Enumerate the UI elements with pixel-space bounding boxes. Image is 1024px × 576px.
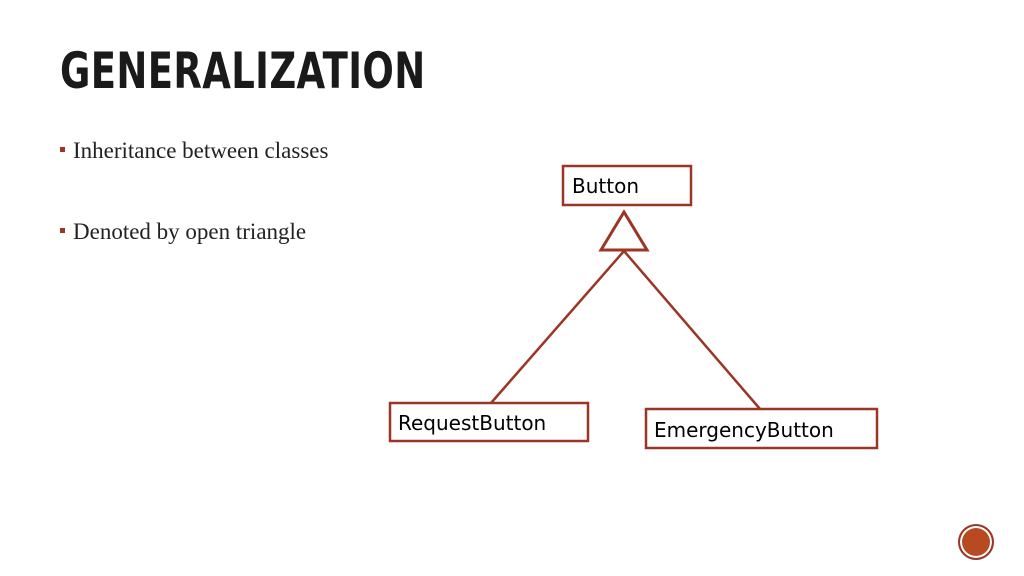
- page-number-badge: [958, 524, 994, 560]
- bullet-square-icon: [60, 147, 65, 153]
- class-box-border: [561, 164, 693, 207]
- slide-title: GENERALIZATION: [60, 42, 426, 100]
- bullet-text: Denoted by open triangle: [73, 219, 307, 244]
- bullet-item: Denoted by open triangle: [60, 219, 306, 245]
- class-box-border: [388, 401, 590, 443]
- class-name: Button: [572, 174, 639, 198]
- class-box-button: Button: [561, 164, 693, 207]
- bullet-square-icon: [60, 228, 65, 234]
- generalization-line-requestbutton: [490, 250, 625, 404]
- bullet-item: Inheritance between classes: [60, 138, 328, 164]
- class-name: RequestButton: [398, 411, 546, 435]
- class-box-requestbutton: RequestButton: [388, 401, 590, 443]
- class-box-border: [644, 407, 879, 450]
- class-name: EmergencyButton: [654, 418, 834, 442]
- bullet-text: Inheritance between classes: [73, 138, 329, 163]
- generalization-line-emergencybutton: [623, 250, 761, 410]
- generalization-triangle-icon: [598, 209, 650, 252]
- class-box-emergencybutton: EmergencyButton: [644, 407, 879, 450]
